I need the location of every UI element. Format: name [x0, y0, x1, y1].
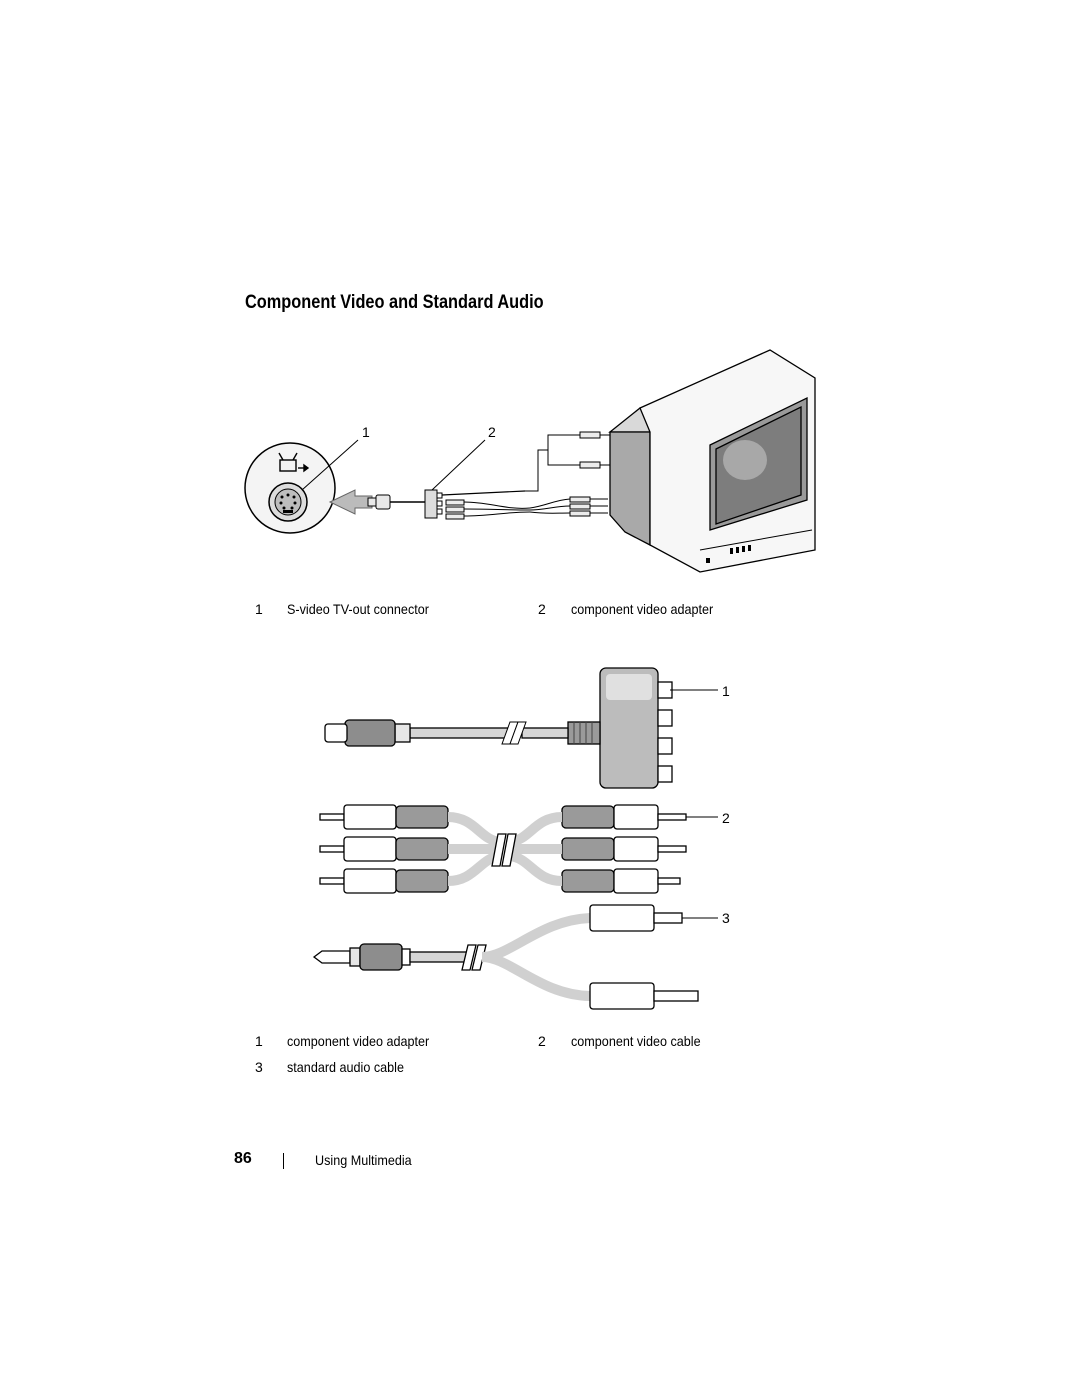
television — [608, 349, 816, 573]
figure-2-cables-diagram: 1 2 3 — [312, 667, 730, 1010]
footer-section-label: Using Multimedia — [315, 1152, 412, 1168]
component-video-adapter — [324, 667, 718, 789]
fig1-legend-label-1: S-video TV-out connector — [287, 601, 429, 617]
footer-separator — [283, 1153, 284, 1169]
fig2-legend-num-2: 2 — [538, 1033, 546, 1049]
fig2-callout-2: 2 — [722, 810, 730, 826]
component-video-cable — [319, 804, 718, 894]
fig1-callout-1: 1 — [362, 424, 370, 440]
fig1-legend-num-1: 1 — [255, 601, 263, 617]
fig2-legend-label-2: component video cable — [571, 1033, 701, 1049]
fig1-callout-2: 2 — [488, 424, 496, 440]
svideo-port-inset — [244, 442, 336, 534]
section-title: Component Video and Standard Audio — [245, 292, 544, 313]
fig2-legend-label-3: standard audio cable — [287, 1059, 404, 1075]
fig2-callout-3: 3 — [722, 910, 730, 926]
insert-arrow-icon — [328, 489, 373, 515]
fig1-legend-label-2: component video adapter — [571, 601, 714, 617]
component-adapter-small — [424, 489, 526, 519]
page-number: 86 — [234, 1150, 252, 1167]
fig1-legend-num-2: 2 — [538, 601, 546, 617]
fig2-callout-1: 1 — [722, 683, 730, 699]
fig2-legend-label-1: component video adapter — [287, 1033, 430, 1049]
tv-out-icon — [278, 452, 310, 473]
audio-cable-small — [525, 431, 610, 492]
component-cables-small — [445, 496, 608, 520]
svideo-plug — [367, 494, 425, 510]
fig2-legend-num-1: 1 — [255, 1033, 263, 1049]
fig2-legend-num-3: 3 — [255, 1059, 263, 1075]
standard-audio-cable — [312, 904, 718, 1010]
figure-1-connection-diagram: 1 2 — [244, 349, 816, 573]
